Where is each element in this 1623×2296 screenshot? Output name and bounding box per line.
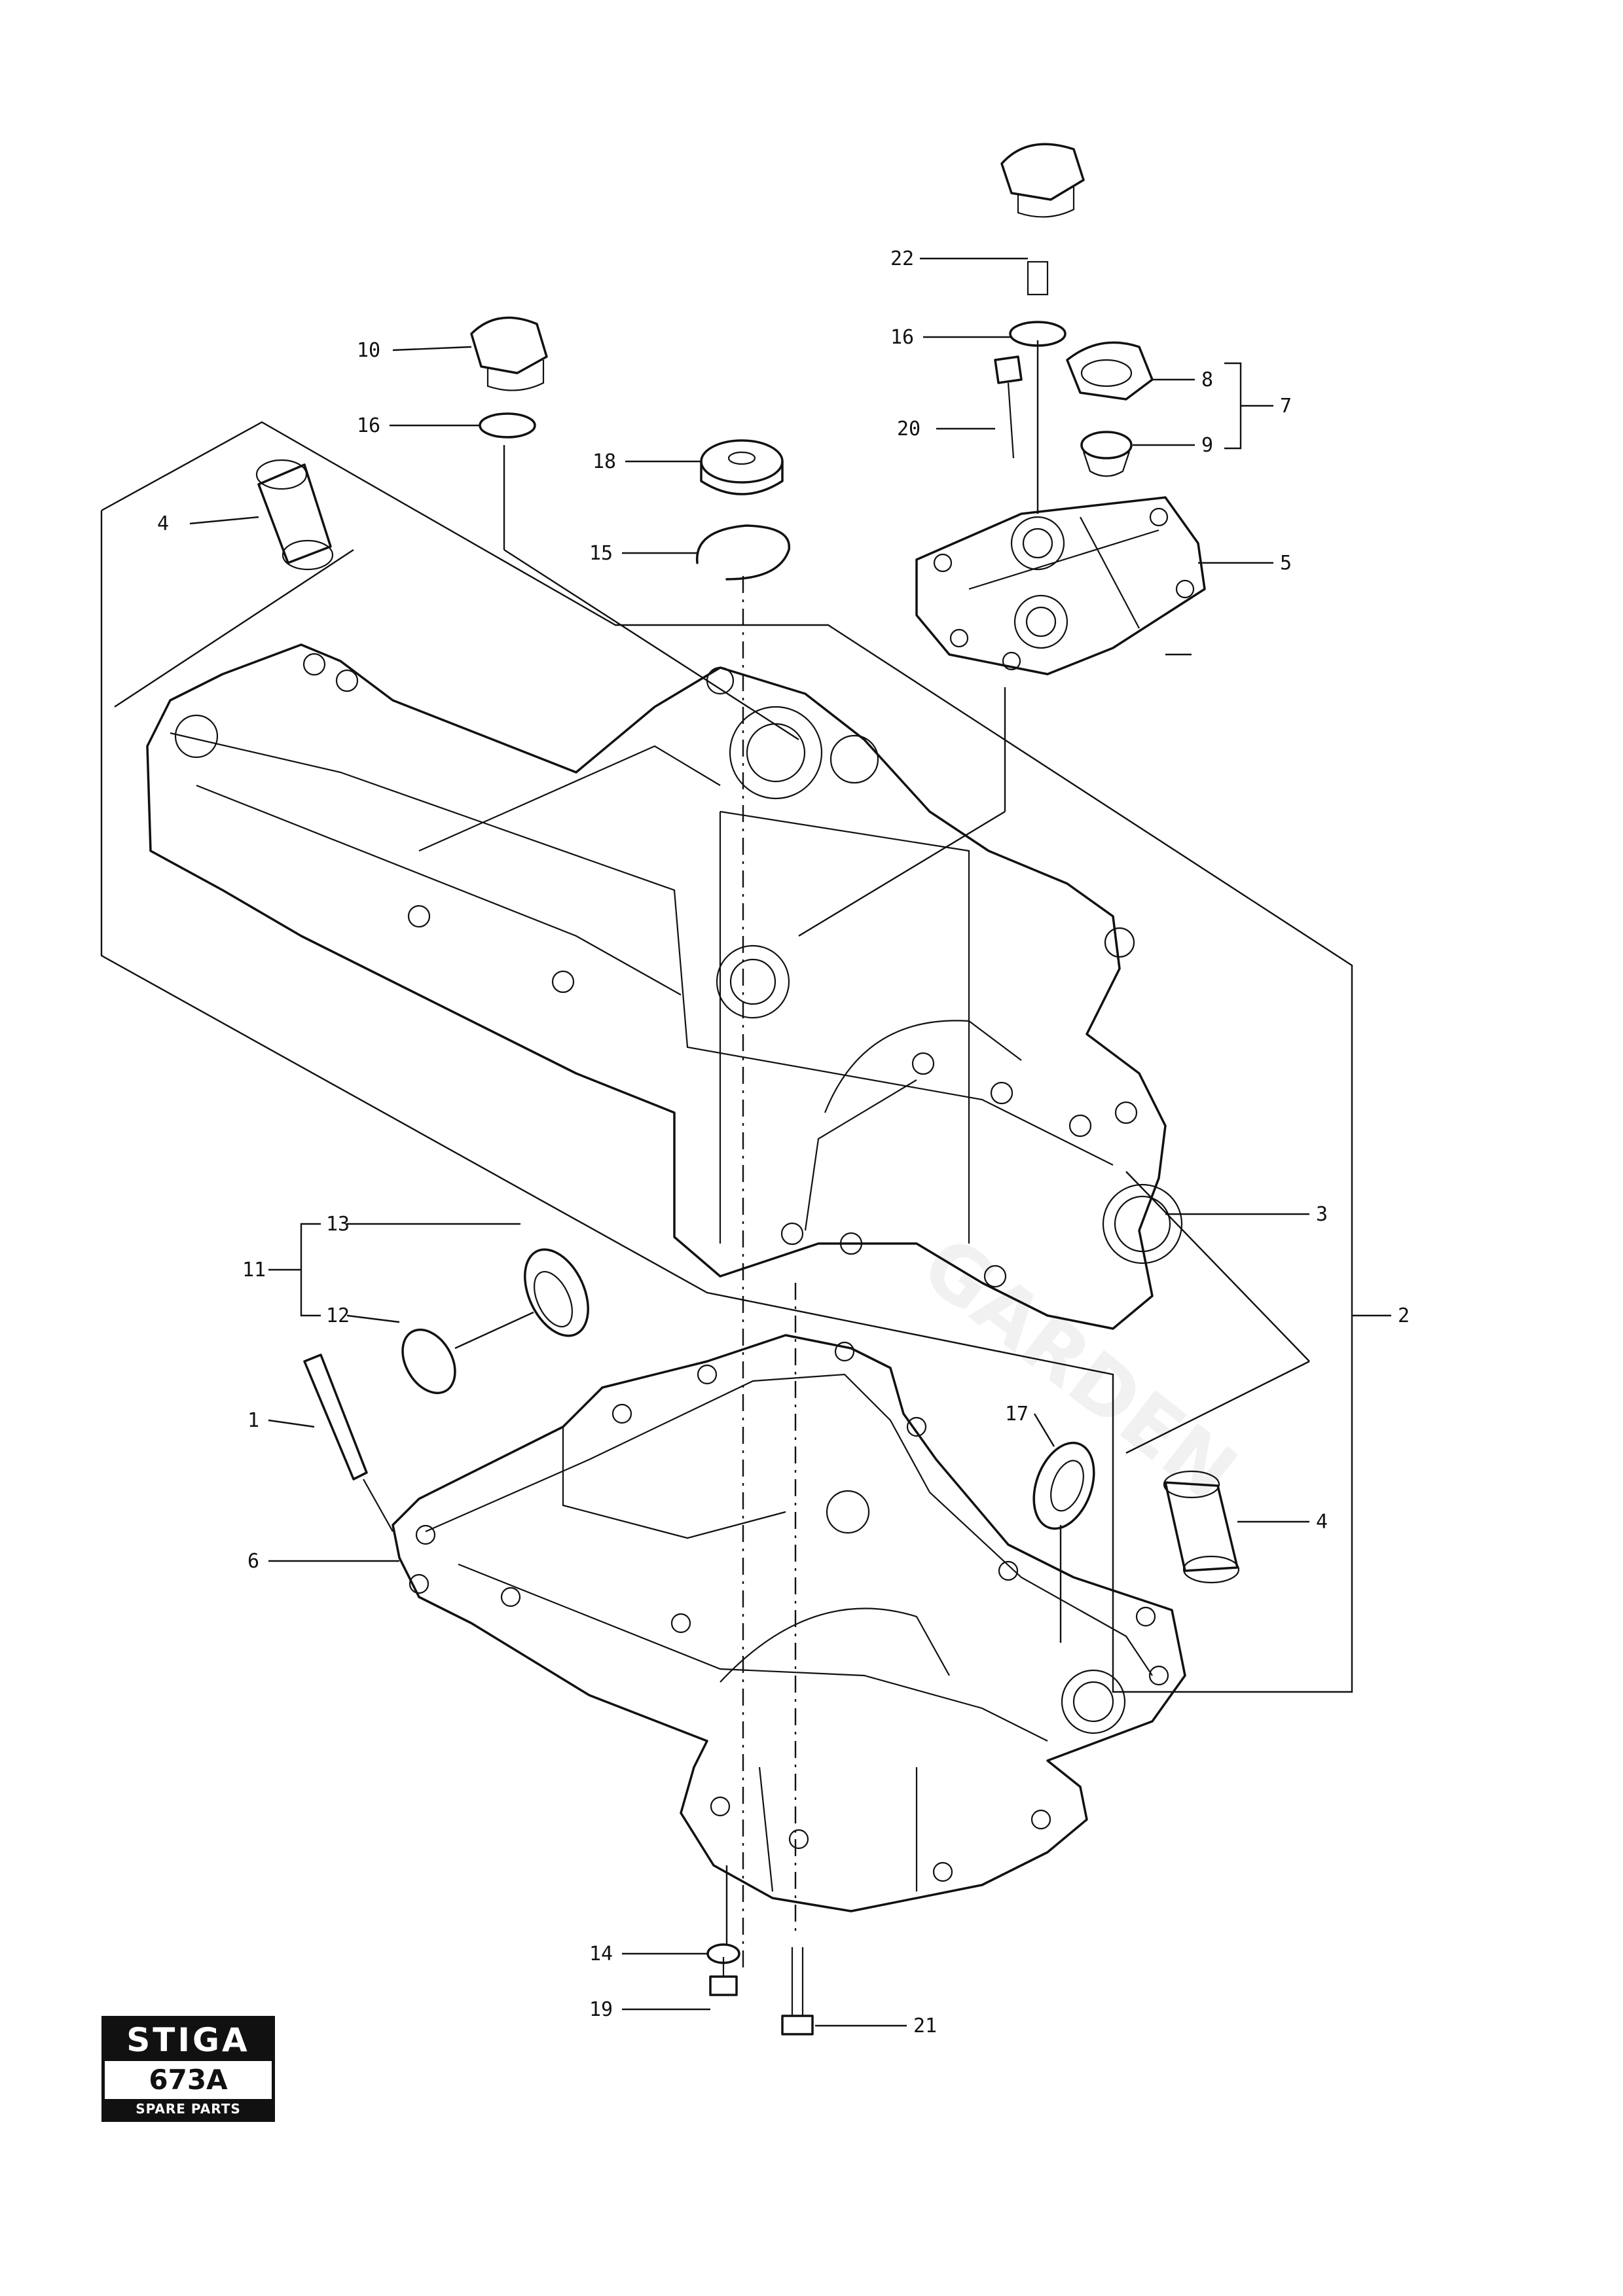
logo-brand: STIGA bbox=[105, 2019, 272, 2061]
callout-1: 1 bbox=[247, 1409, 259, 1432]
circlip-15 bbox=[696, 524, 790, 581]
callout-13: 13 bbox=[326, 1213, 350, 1236]
watermark: GARDEN bbox=[905, 1219, 1252, 1519]
callout-10: 10 bbox=[357, 339, 380, 362]
lower-housing bbox=[392, 1334, 1186, 1912]
callout-4b: 4 bbox=[1316, 1511, 1328, 1534]
leader-lines bbox=[189, 257, 1309, 2027]
callout-15: 15 bbox=[589, 542, 613, 565]
upper-housing bbox=[146, 643, 1183, 1330]
seal-17 bbox=[1032, 1441, 1095, 1530]
callout-19: 19 bbox=[589, 1998, 613, 2021]
spacer-18 bbox=[700, 439, 784, 495]
oil-cap-top bbox=[1000, 143, 1085, 347]
callout-20: 20 bbox=[897, 418, 921, 440]
callouts: 1 2 3 4 4 5 6 7 8 9 10 11 12 13 14 15 16… bbox=[157, 247, 1410, 2037]
callout-2: 2 bbox=[1398, 1304, 1410, 1327]
callout-7: 7 bbox=[1280, 395, 1292, 418]
stiga-logo: STIGA 673A SPARE PARTS bbox=[101, 2016, 275, 2122]
dipstick-1 bbox=[303, 1354, 393, 1532]
callout-11: 11 bbox=[242, 1259, 266, 1282]
plug-12 bbox=[401, 1328, 456, 1395]
seal-13 bbox=[524, 1248, 589, 1337]
callout-22: 22 bbox=[890, 247, 914, 270]
assembly-outline bbox=[100, 421, 1391, 1693]
center-lines bbox=[114, 340, 1310, 1970]
bushing-upper bbox=[255, 459, 334, 571]
callout-17: 17 bbox=[1005, 1403, 1029, 1426]
bushing-lower bbox=[1163, 1470, 1240, 1584]
logo-subtitle: SPARE PARTS bbox=[105, 2099, 272, 2119]
bolt-20 bbox=[994, 355, 1023, 459]
callout-16a: 16 bbox=[357, 414, 380, 437]
callout-14: 14 bbox=[589, 1943, 613, 1965]
callout-18: 18 bbox=[593, 450, 616, 473]
callout-3: 3 bbox=[1316, 1203, 1328, 1226]
cover-plate bbox=[915, 496, 1206, 675]
plug-9 bbox=[1080, 431, 1133, 477]
callout-6: 6 bbox=[247, 1550, 259, 1573]
logo-code: 673A bbox=[149, 2064, 228, 2096]
callout-16b: 16 bbox=[890, 326, 914, 349]
bolt-21 bbox=[781, 1947, 814, 2036]
callout-12: 12 bbox=[326, 1304, 350, 1327]
callout-8: 8 bbox=[1201, 368, 1213, 391]
callout-9: 9 bbox=[1201, 434, 1213, 457]
callout-5: 5 bbox=[1280, 552, 1292, 575]
filter-8 bbox=[1066, 341, 1154, 401]
bolt-19 bbox=[709, 1957, 738, 1996]
oil-cap-10 bbox=[470, 316, 548, 439]
callout-21: 21 bbox=[913, 2015, 937, 2037]
callout-4a: 4 bbox=[157, 512, 169, 535]
